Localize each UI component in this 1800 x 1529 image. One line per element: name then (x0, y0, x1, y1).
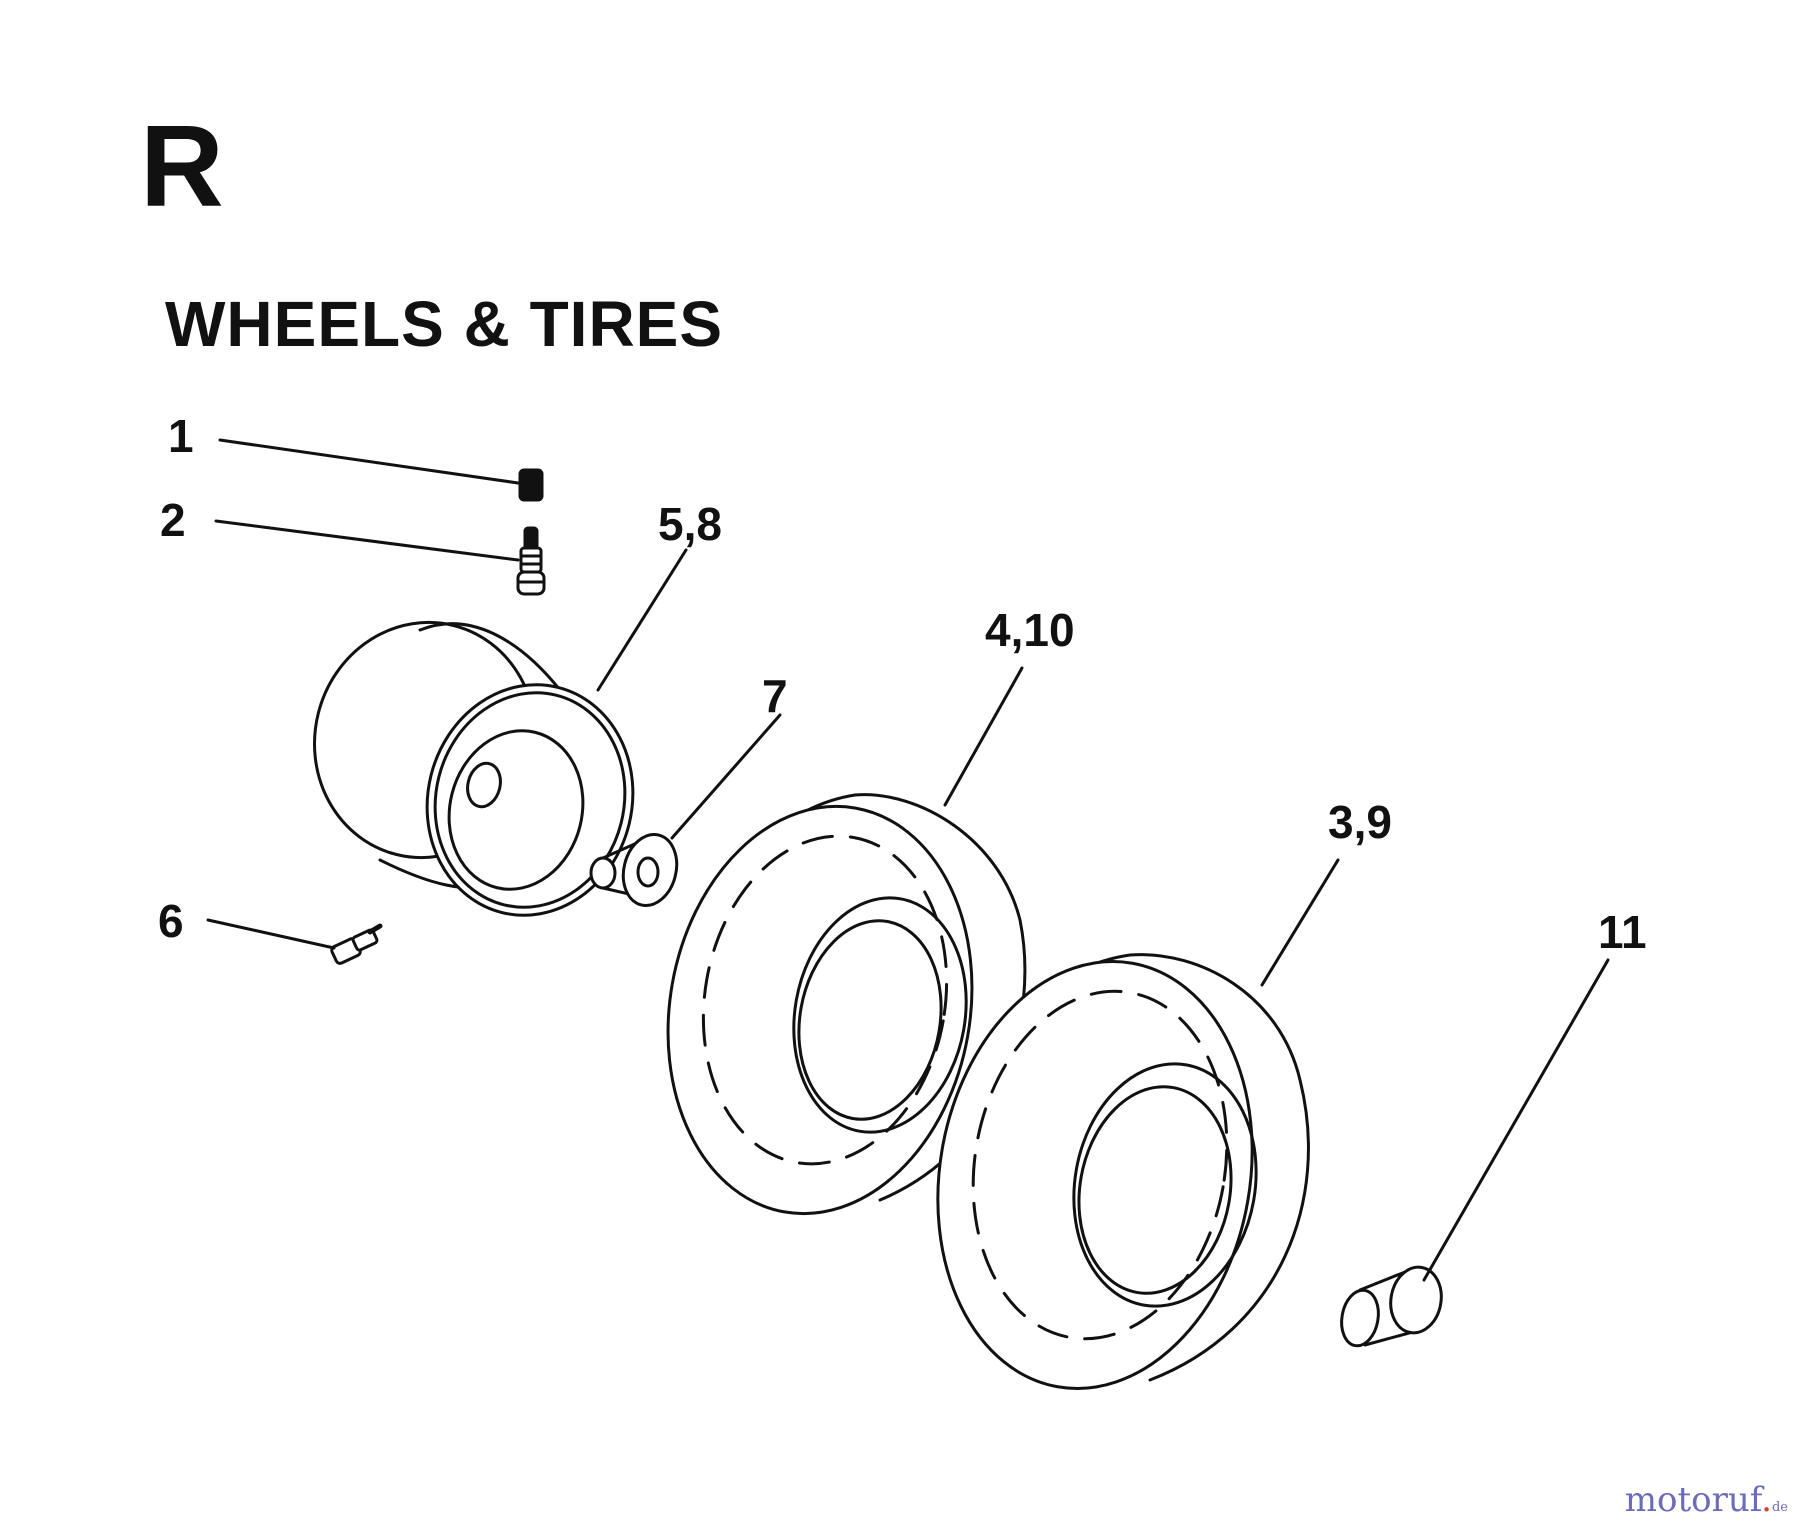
callout-4-10: 4,10 (985, 604, 1075, 656)
callout-7: 7 (762, 670, 788, 722)
section-title: WHEELS & TIRES (165, 288, 724, 360)
section-letter: R (140, 101, 224, 231)
wheel-rim-part (313, 620, 635, 917)
grease-fitting-part (330, 923, 383, 965)
callout-5-8: 5,8 (658, 498, 722, 550)
watermark-dot: . (1761, 1480, 1772, 1520)
callout-3-9: 3,9 (1328, 796, 1392, 848)
bushing-part (589, 833, 679, 907)
hub-cap-part (1340, 1265, 1443, 1348)
rear-tire-part (936, 953, 1310, 1390)
valve-stem-part (516, 526, 546, 596)
callout-6: 6 (158, 895, 184, 947)
watermark-main: motoruf (1624, 1480, 1762, 1520)
callout-1: 1 (168, 410, 194, 462)
callout-2: 2 (160, 494, 186, 546)
callout-11: 11 (1598, 906, 1647, 958)
watermark: motoruf.de (1625, 1483, 1788, 1517)
watermark-suffix: de (1771, 1500, 1788, 1515)
leader-lines (206, 438, 1610, 1282)
callout-labels: 1 2 5,8 7 4,10 6 3,9 11 (158, 410, 1647, 958)
valve-cap-part (518, 468, 544, 502)
front-tire-part (666, 793, 1027, 1216)
